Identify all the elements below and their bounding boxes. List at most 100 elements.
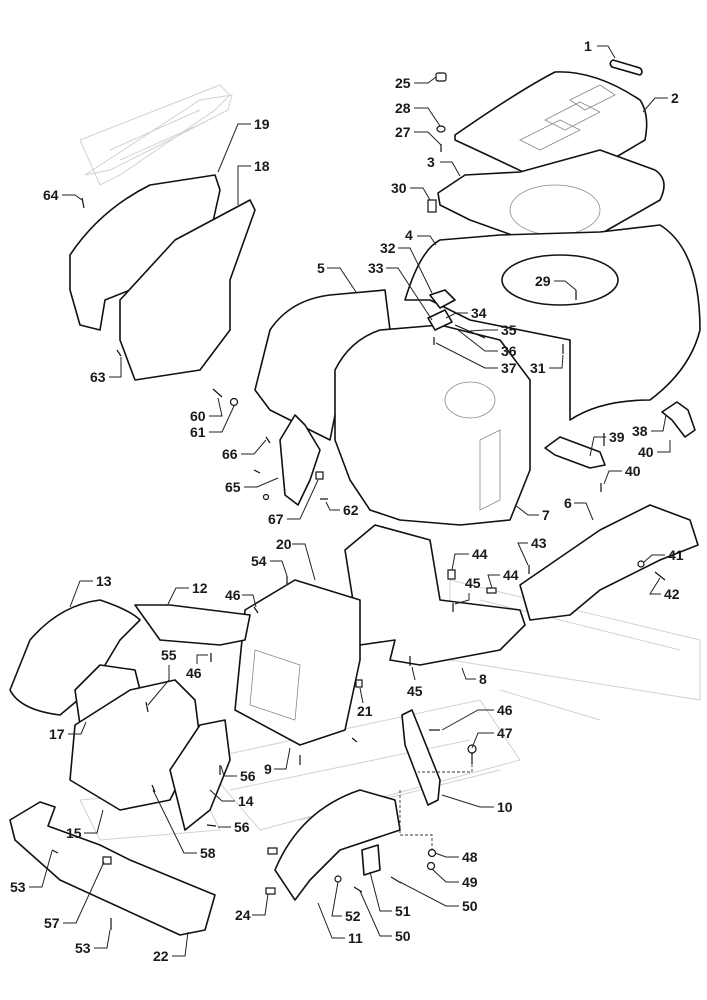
leader-62: [325, 501, 340, 511]
leader-25: [414, 76, 437, 84]
callout-37: 37: [501, 360, 517, 376]
leader-2: [642, 97, 668, 113]
callout-64: 64: [43, 187, 59, 203]
part-22-bumper: [9, 801, 216, 936]
part-65-nut: [262, 493, 270, 501]
callout-67: 67: [268, 511, 284, 527]
part-20-box: [234, 579, 361, 746]
callout-45a: 45: [465, 575, 481, 591]
leader-27: [414, 131, 442, 146]
leader-51: [369, 871, 392, 912]
leader-20: [292, 543, 316, 581]
hardware: [51, 72, 666, 930]
leader-39: [589, 436, 606, 457]
leader-61: [209, 405, 235, 433]
callout-54: 54: [251, 553, 267, 569]
callout-57: 57: [44, 915, 60, 931]
part-8-lower-panel: [344, 524, 526, 666]
leader-28: [414, 107, 441, 127]
callout-9: 9: [264, 761, 272, 777]
leader-63: [109, 357, 122, 378]
leader-12: [167, 587, 189, 605]
callout-40b: 40: [625, 463, 641, 479]
part-24-clip-a: [267, 847, 278, 855]
callout-6: 6: [564, 495, 572, 511]
leader-14: [209, 789, 235, 802]
callout-4: 4: [405, 227, 413, 243]
part-57-clip: [102, 856, 112, 865]
part-1-strip: [609, 59, 643, 76]
callout-31: 31: [530, 360, 546, 376]
callout-49: 49: [462, 874, 478, 890]
callout-47: 47: [497, 725, 513, 741]
callout-19: 19: [254, 116, 270, 132]
leader-36: [457, 329, 498, 352]
part-42-bolt: [654, 571, 666, 581]
callout-34: 34: [471, 305, 487, 321]
part-7-body: [334, 324, 531, 526]
leader-56a: [220, 765, 237, 777]
leader-52: [331, 881, 342, 917]
callout-61: 61: [190, 424, 206, 440]
leader-57: [63, 861, 105, 924]
part-21-clip: [355, 679, 363, 688]
leader-49: [431, 868, 459, 883]
callout-51: 51: [395, 903, 411, 919]
leader-44b: [487, 574, 500, 589]
leader-lines: [29, 45, 671, 957]
part-56-screw-b: [206, 824, 217, 827]
part-48-washer: [427, 848, 437, 858]
callout-36: 36: [501, 343, 517, 359]
callout-27: 27: [395, 124, 411, 140]
callout-7: 7: [542, 507, 550, 523]
part-19-cowl: [69, 174, 221, 331]
leader-10: [441, 794, 494, 808]
leader-54: [270, 560, 288, 577]
leader-67: [287, 479, 319, 520]
leader-7: [514, 504, 539, 516]
leader-44a: [451, 553, 469, 571]
leader-18: [237, 165, 251, 205]
callout-48: 48: [462, 849, 478, 865]
callout-44b: 44: [503, 567, 519, 583]
callout-33: 33: [368, 260, 384, 276]
callout-58: 58: [200, 845, 216, 861]
leader-35: [469, 329, 498, 332]
part-63-screw: [116, 349, 122, 357]
part-33-bracket: [427, 309, 453, 331]
assembly-lines: [399, 764, 473, 850]
leader-45b: [411, 666, 416, 681]
leader-6: [574, 502, 594, 521]
callout-55: 55: [161, 647, 177, 663]
callout-29: 29: [535, 273, 551, 289]
leader-65: [244, 477, 279, 488]
callout-44a: 44: [472, 546, 488, 562]
part-52-washer: [334, 875, 342, 883]
leader-1: [597, 45, 616, 59]
part-18-panel: [119, 199, 256, 381]
leader-32: [398, 247, 433, 294]
part-32-clip: [429, 289, 456, 309]
leader-46b: [196, 654, 208, 664]
callout-13: 13: [96, 573, 112, 589]
leader-60: [209, 397, 223, 417]
part-6-rail: [519, 504, 699, 621]
part-51-bracket: [361, 844, 381, 876]
leader-22: [172, 931, 189, 957]
callout-1: 1: [584, 38, 592, 54]
part-50-bolt-a: [390, 876, 402, 884]
leader-9: [274, 747, 291, 770]
callout-52: 52: [345, 908, 361, 924]
callout-32: 32: [380, 240, 396, 256]
leader-43: [517, 542, 529, 566]
callout-24: 24: [235, 907, 251, 923]
part-9-screw-b: [351, 737, 358, 743]
leader-5: [327, 267, 357, 293]
part-67-clip: [315, 471, 324, 480]
callout-17: 17: [49, 726, 65, 742]
leader-47: [471, 732, 494, 749]
part-24-clip-b: [265, 887, 276, 895]
leader-37: [435, 342, 498, 369]
callout-46a: 46: [225, 587, 241, 603]
